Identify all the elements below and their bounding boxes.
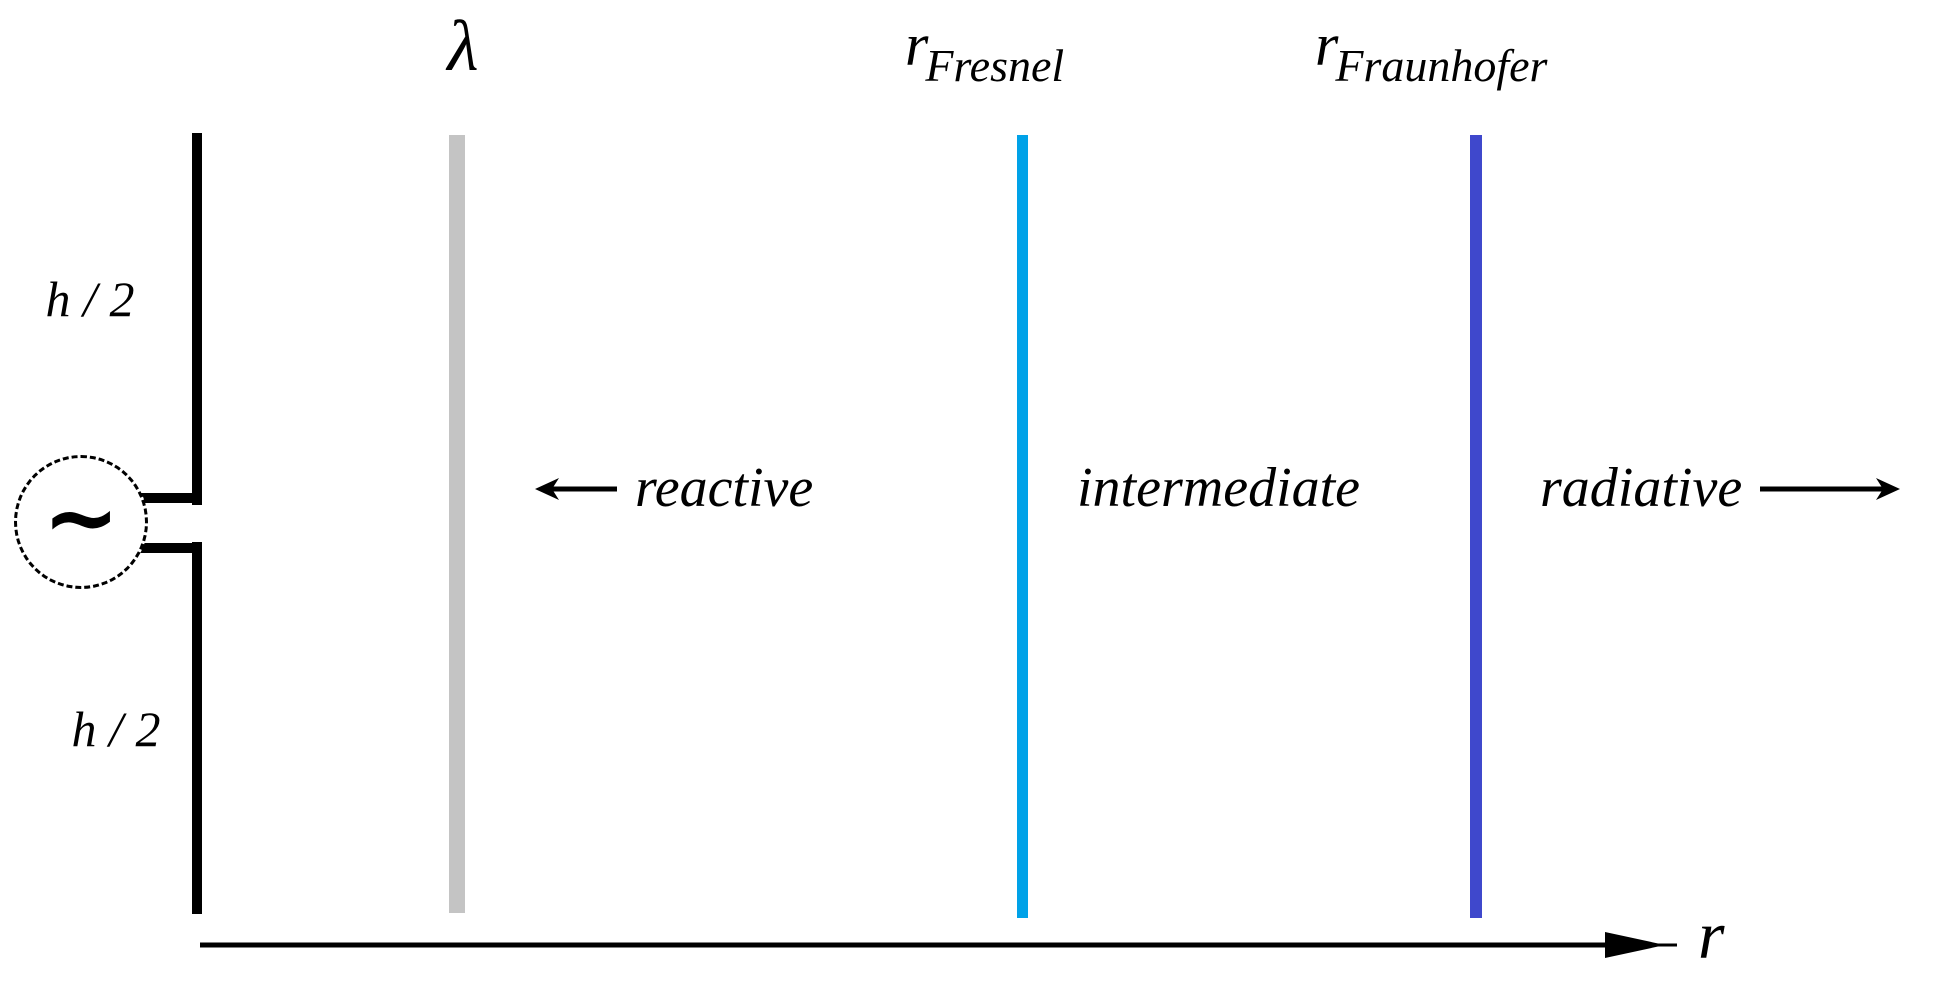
intermediate-region-label: intermediate	[1077, 457, 1361, 519]
lambda-boundary-line	[449, 135, 465, 913]
ac-source-tilde-icon: ∼	[42, 464, 120, 571]
radiative-region-label: radiative	[1540, 457, 1743, 519]
antenna-upper-arm	[192, 133, 202, 505]
fresnel-label-base: r	[905, 12, 929, 78]
upper-arm-length-label: h / 2	[45, 271, 135, 327]
radiative-region-label-group: radiative	[1540, 457, 1901, 520]
fresnel-boundary-line	[1017, 135, 1028, 918]
left-arrow-icon	[535, 477, 617, 500]
reactive-region-label-group: reactive	[535, 457, 814, 520]
fresnel-label-sub: Fresnel	[925, 40, 1065, 91]
ac-source-circle: ∼	[14, 455, 148, 589]
right-arrow-icon	[1760, 477, 1901, 500]
fraunhofer-label-base: r	[1315, 12, 1339, 78]
antenna-lower-arm	[192, 542, 202, 914]
fraunhofer-label: rFraunhofer	[1315, 12, 1547, 91]
fraunhofer-label-sub: Fraunhofer	[1335, 40, 1548, 91]
feedline-top	[140, 493, 202, 503]
distance-axis-label: r	[1698, 897, 1725, 973]
reactive-region-label: reactive	[635, 457, 814, 519]
distance-axis-arrow	[200, 932, 1677, 958]
lower-arm-length-label: h / 2	[71, 701, 161, 757]
fresnel-label: rFresnel	[905, 12, 1064, 91]
feedline-bottom	[140, 543, 202, 553]
fraunhofer-boundary-line	[1470, 135, 1482, 918]
lambda-label: λ	[447, 6, 479, 86]
